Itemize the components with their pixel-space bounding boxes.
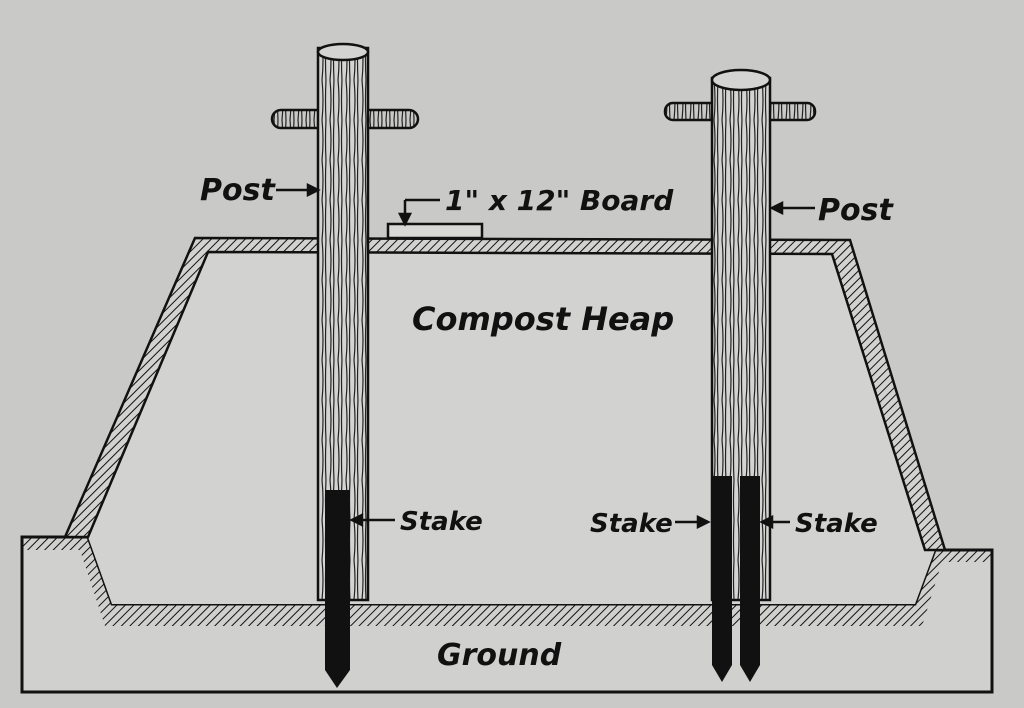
right-post bbox=[663, 68, 817, 682]
heap-label: Compost Heap bbox=[412, 300, 674, 338]
right-stake-a bbox=[712, 476, 732, 682]
board-label: 1" x 12" Board bbox=[445, 184, 674, 217]
stake-right-a-label: Stake bbox=[590, 509, 673, 539]
ground-label: Ground bbox=[437, 638, 562, 673]
left-post bbox=[270, 42, 420, 688]
post-right-label: Post bbox=[818, 193, 894, 228]
right-stake-b bbox=[740, 476, 760, 682]
stake-right-b-label: Stake bbox=[795, 509, 878, 539]
label-arrows bbox=[276, 182, 815, 530]
post-left-label: Post bbox=[200, 173, 276, 208]
board bbox=[386, 222, 484, 240]
left-stake bbox=[325, 490, 350, 688]
stake-left-label: Stake bbox=[400, 507, 483, 537]
compost-heap bbox=[63, 236, 947, 604]
